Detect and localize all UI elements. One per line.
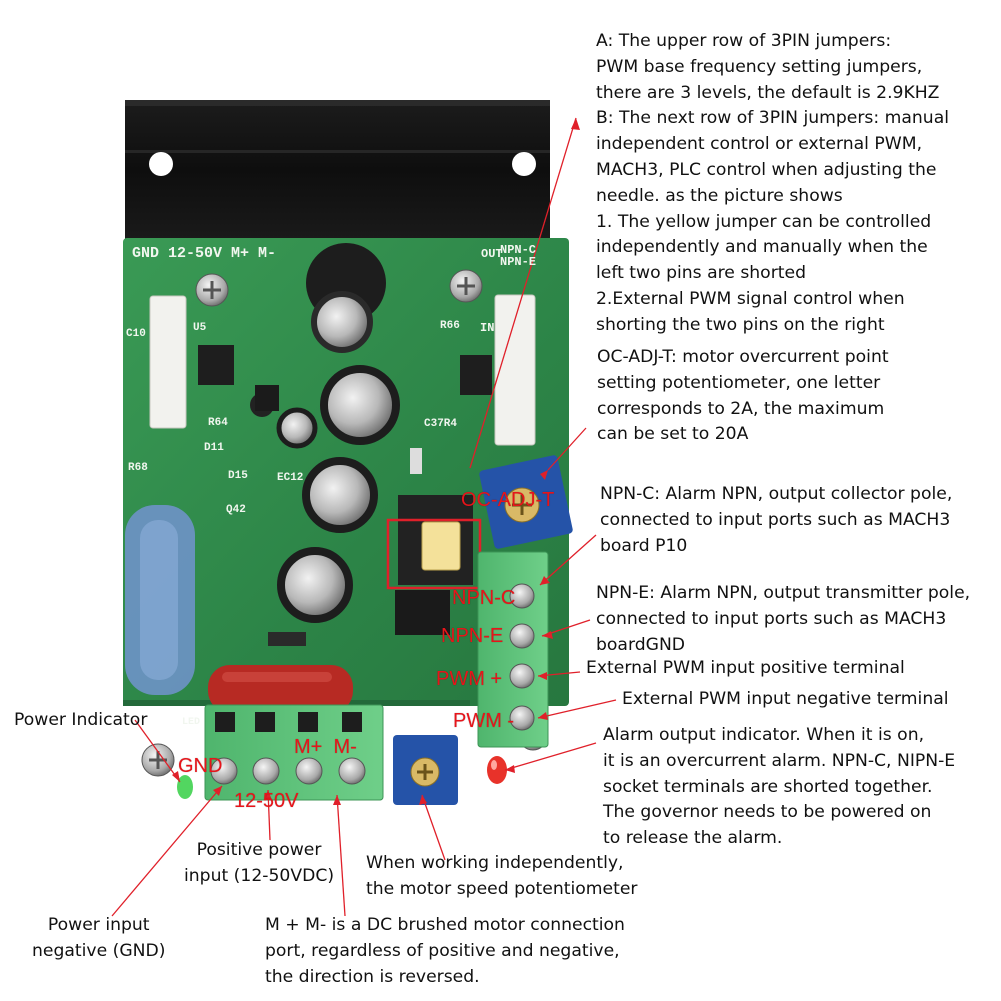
annotation-oc-adj: OC-ADJ-T: motor overcurrent point settin…: [597, 347, 889, 445]
annotation-speed-potentiometer: When working independently, the motor sp…: [366, 853, 638, 899]
silk-r68: R68: [128, 462, 148, 474]
annotation-alarm-indicator: Alarm output indicator. When it is on, i…: [603, 725, 956, 849]
silk-led: LED: [182, 717, 201, 728]
bottom-terminal-block: [204, 704, 384, 801]
ic-chip: [395, 590, 450, 635]
annotation-npn-e: NPN-E: Alarm NPN, output transmitter pol…: [596, 583, 971, 655]
annotation-pwm-negative: External PWM input negative terminal: [622, 689, 949, 709]
silk-d11: D11: [204, 442, 224, 454]
right-connector: [494, 294, 536, 446]
screw-icon: [141, 743, 175, 777]
silk-ec12: EC12: [277, 472, 304, 484]
annotation-power-indicator: Power Indicator: [14, 710, 148, 730]
silk-out: OUT: [481, 247, 503, 261]
overcurrent-potentiometer: [479, 455, 573, 549]
silk-in: IN: [480, 321, 495, 335]
pointer-arrowheads: [172, 118, 580, 805]
capacitor: [311, 291, 373, 353]
annotation-pwm-positive: External PWM input positive terminal: [586, 658, 905, 678]
silk-c37: C37R4: [424, 418, 458, 430]
left-connector: [149, 295, 187, 429]
silk-r64: R64: [208, 417, 228, 429]
label-gnd: GND: [178, 755, 223, 777]
right-terminal-block: [477, 551, 549, 748]
capacitor: [320, 365, 400, 445]
annotation-jumpers: A: The upper row of 3PIN jumpers: PWM ba…: [596, 31, 949, 335]
silk-d15: D15: [228, 470, 248, 482]
annotation-power-negative: Power input negative (GND): [32, 915, 166, 961]
silk-q42: Q42: [226, 504, 246, 516]
annotation-motor-port: M + M- is a DC brushed motor connection …: [265, 915, 625, 987]
power-led-icon: [177, 775, 193, 799]
label-voltage: 12-50V: [234, 790, 299, 812]
diode: [268, 632, 306, 646]
speed-potentiometer: [393, 735, 458, 805]
screw-icon: [449, 269, 483, 303]
alarm-led-icon: [487, 756, 507, 784]
capacitor: [277, 547, 353, 623]
label-npn-c: NPN-C: [452, 587, 516, 609]
silk-c10: C10: [126, 328, 146, 340]
ic-chip: [198, 345, 234, 385]
label-pwm-negative: PWM -: [453, 710, 515, 732]
screw-icon: [195, 273, 229, 307]
annotation-npn-c: NPN-C: Alarm NPN, output collector pole,…: [600, 484, 953, 556]
silk-power-terminals: GND 12-50V M+ M-: [132, 245, 277, 262]
silk-u5: U5: [193, 322, 207, 334]
silk-alarm-terminals: NPN-C NPN-E: [500, 243, 537, 269]
label-motor-terminals: M+ M-: [294, 736, 357, 758]
annotation-positive-power: Positive power input (12-50VDC): [184, 840, 335, 886]
smd-part: [410, 448, 422, 474]
label-oc-adj-t: OC-ADJ-T: [461, 489, 555, 511]
label-npn-e: NPN-E: [441, 625, 504, 647]
transistor: [255, 385, 279, 411]
capacitor: [302, 457, 378, 533]
ic-chip: [460, 355, 492, 395]
heatsink: [125, 100, 550, 240]
label-pwm-positive: PWM +: [436, 668, 503, 690]
silk-r66: R66: [440, 320, 460, 332]
capacitor: [276, 407, 318, 449]
